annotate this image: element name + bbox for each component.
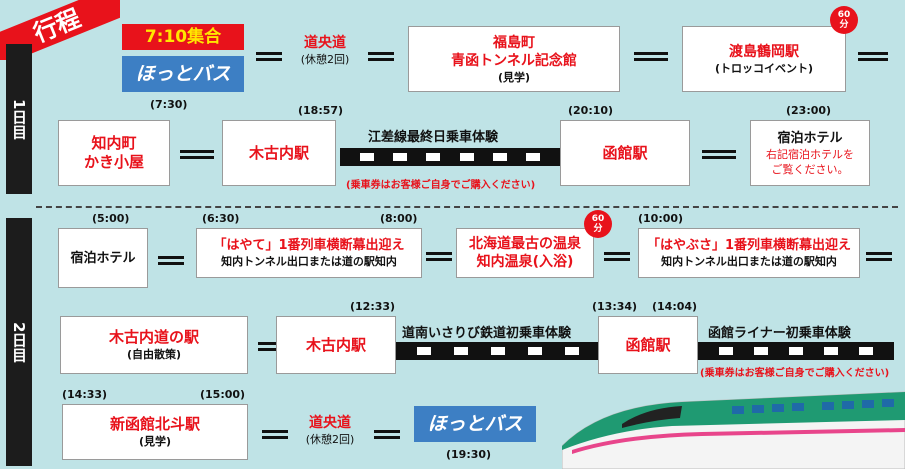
time-hakodate-day2-a: (13:34) [592, 300, 638, 313]
time-hakodate-day1: (20:10) [568, 104, 614, 117]
stop-fukushima: 福島町 青函トンネル記念館 (見学) [408, 26, 620, 92]
oshima-line2: (トロッコイベント) [714, 61, 814, 75]
hayate-line2: 知内トンネル出口または道の駅知内 [221, 255, 397, 268]
duration-badge: 60 分 [584, 210, 612, 238]
equals-connector [858, 52, 888, 61]
bus-start-label: ほっとバス [122, 56, 244, 92]
time-kikonai-day1: (18:57) [298, 104, 344, 117]
road-label-day1: 道央道 (休憩2回) [286, 34, 364, 67]
duration-badge: 60 分 [830, 6, 858, 34]
hayabusa-line1: 「はやぶさ」1番列車横断幕出迎え [646, 238, 852, 253]
kikonai-day1: 木古内駅 [248, 143, 309, 162]
time-shinhakodate-a: (14:33) [62, 388, 108, 401]
day1-label: 1日目 [10, 98, 28, 140]
meet-time: 7:10集合 [144, 27, 222, 47]
equals-connector [256, 52, 282, 61]
fukushima-line2: 青函トンネル記念館 [451, 52, 577, 69]
bus-start-text: ほっとバス [135, 63, 231, 85]
road-note: (休憩2回) [300, 53, 350, 66]
equals-connector [368, 52, 394, 61]
kikonai-day2: 木古内駅 [305, 335, 366, 354]
stop-hayabusa-welcome: 「はやぶさ」1番列車横断幕出迎え 知内トンネル出口または道の駅知内 [638, 228, 860, 278]
equals-connector [258, 342, 292, 351]
stop-oshima-tsuruoka: 渡島鶴岡駅 (トロッコイベント) [682, 26, 846, 92]
hayabusa-line2: 知内トンネル出口または道の駅知内 [661, 255, 837, 268]
bus-end-text: ほっとバス [427, 413, 523, 435]
shinkansen-illustration [562, 391, 905, 469]
stop-kikonai-station-day2: 木古内駅 [276, 316, 396, 374]
stop-kikonai-michinoeki: 木古内道の駅 (自由散策) [60, 316, 248, 374]
time-hayate-a: (6:30) [202, 212, 240, 225]
onsen-line2: 知内温泉(入浴) [476, 254, 574, 270]
equals-connector [374, 430, 400, 439]
time-shinhakodate-b: (15:00) [200, 388, 246, 401]
shiriuchi-line1: 知内町 [91, 134, 137, 152]
stop-hotel-day1: 宿泊ホテル 右記宿泊ホテルを ご覧ください。 [750, 120, 870, 186]
rail-title-isaribi: 道南いさりび鉄道初乗車体験 [402, 326, 572, 341]
time-kikonai-day2: (12:33) [350, 300, 396, 313]
stop-hayate-welcome: 「はやて」1番列車横断幕出迎え 知内トンネル出口または道の駅知内 [196, 228, 422, 278]
michinoeki-line2: (自由散策) [126, 348, 182, 361]
meet-time-badge: 7:10集合 [122, 24, 244, 50]
day2-label-bar: 2日目 [6, 218, 32, 466]
stop-shinhakodate-hokuto: 新函館北斗駅 (見学) [62, 404, 248, 460]
hotel-day1-line1: 宿泊ホテル [777, 130, 843, 146]
stop-shiriuchi-kakigoya: 知内町 かき小屋 [58, 120, 170, 186]
rail-track-esashi [340, 148, 560, 166]
rail-title-liner: 函館ライナー初乗車体験 [708, 326, 851, 341]
day-divider [36, 206, 898, 208]
time-start: (7:30) [150, 98, 188, 111]
stop-hakodate-station-day2: 函館駅 [598, 316, 698, 374]
day1-label-bar: 1日目 [6, 44, 32, 194]
stop-shiriuchi-onsen: 北海道最古の温泉 知内温泉(入浴) [456, 228, 594, 278]
road-label-day2: 道央道 (休憩2回) [290, 414, 370, 447]
fukushima-line3: (見学) [497, 70, 531, 84]
hayate-line1: 「はやて」1番列車横断幕出迎え [213, 238, 405, 253]
stop-hotel-day2: 宿泊ホテル [58, 228, 148, 288]
hakodate-day2: 函館駅 [625, 335, 671, 354]
hotel-day1-line2: 右記宿泊ホテルを [766, 147, 854, 161]
hotel-day1-line3: ご覧ください。 [771, 162, 849, 176]
hakodate-day1: 函館駅 [602, 143, 648, 162]
equals-connector [180, 150, 214, 159]
road-note-day2: (休憩2回) [305, 433, 355, 446]
rail-note-liner: (乗車券はお客様ご自身でご購入ください) [700, 368, 890, 379]
time-hotel-day1: (23:00) [786, 104, 832, 117]
equals-connector [262, 430, 288, 439]
shinhakodate-line1: 新函館北斗駅 [109, 415, 200, 433]
bus-end-label: ほっとバス [414, 406, 536, 442]
day2-label: 2日目 [10, 321, 28, 363]
rail-note-esashi: (乗車券はお客様ご自身でご購入ください) [346, 180, 536, 191]
shiriuchi-line2: かき小屋 [83, 153, 144, 171]
stop-hakodate-station-day1: 函館駅 [560, 120, 690, 186]
road-name: 道央道 [304, 35, 346, 51]
onsen-line1: 北海道最古の温泉 [469, 236, 581, 252]
rail-title-esashi: 江差線最終日乗車体験 [368, 130, 499, 145]
time-hotel-day2: (5:00) [92, 212, 130, 225]
time-hakodate-day2-b: (14:04) [652, 300, 698, 313]
time-end: (19:30) [446, 448, 492, 461]
equals-connector [604, 252, 630, 261]
equals-connector [866, 252, 892, 261]
oshima-line1: 渡島鶴岡駅 [729, 43, 799, 60]
equals-connector [426, 252, 452, 261]
equals-connector [158, 256, 184, 265]
shinhakodate-line2: (見学) [138, 435, 172, 448]
rail-track-isaribi [396, 342, 600, 360]
road-name-day2: 道央道 [309, 415, 351, 431]
stop-kikonai-station-day1: 木古内駅 [222, 120, 336, 186]
fukushima-line1: 福島町 [493, 34, 535, 51]
equals-connector [702, 150, 736, 159]
time-hayabusa: (10:00) [638, 212, 684, 225]
equals-connector [634, 52, 668, 61]
time-hayate-b: (8:00) [380, 212, 418, 225]
michinoeki-line1: 木古内道の駅 [108, 328, 199, 346]
hotel-day2: 宿泊ホテル [70, 250, 136, 266]
rail-track-liner [698, 342, 894, 360]
